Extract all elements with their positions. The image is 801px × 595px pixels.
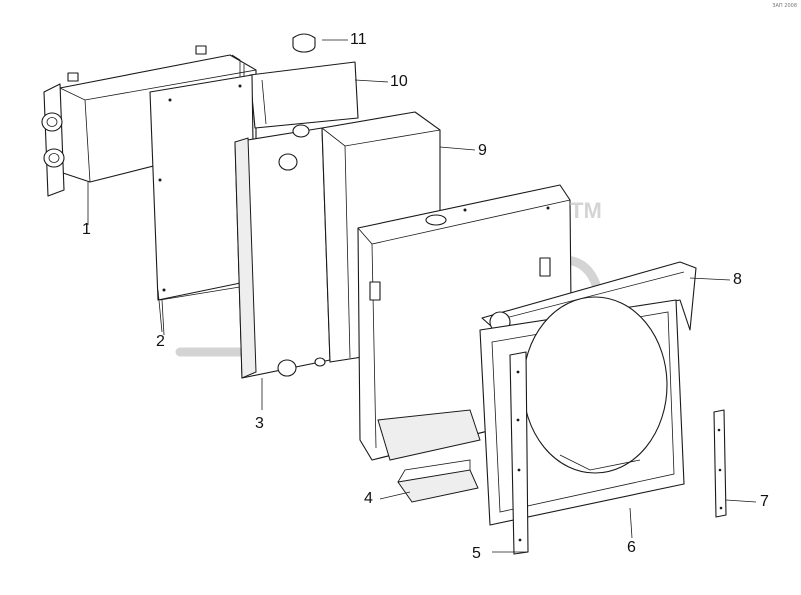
callout-2: 2 — [156, 333, 165, 350]
callout-7: 7 — [760, 493, 769, 510]
back-plate — [249, 61, 359, 129]
side-bracket-front — [509, 351, 529, 555]
callout-8: 8 — [733, 271, 742, 288]
side-plate-left — [149, 74, 256, 333]
watermark-trademark: TM — [570, 198, 602, 223]
leader-lines — [87, 39, 757, 553]
callout-11: 11 — [350, 31, 367, 48]
callout-6: 6 — [627, 539, 636, 556]
filler-cap — [292, 33, 316, 53]
corner-stamp: ЗАП 2008 — [772, 3, 797, 9]
fan-shroud — [479, 296, 685, 526]
callout-3: 3 — [255, 415, 264, 432]
callout-4: 4 — [364, 490, 373, 507]
callout-10: 10 — [390, 73, 408, 90]
bottom-plate — [397, 459, 479, 503]
side-bracket-right — [713, 409, 727, 518]
callout-9: 9 — [478, 142, 487, 159]
callout-5: 5 — [472, 545, 481, 562]
callout-1: 1 — [82, 221, 91, 238]
